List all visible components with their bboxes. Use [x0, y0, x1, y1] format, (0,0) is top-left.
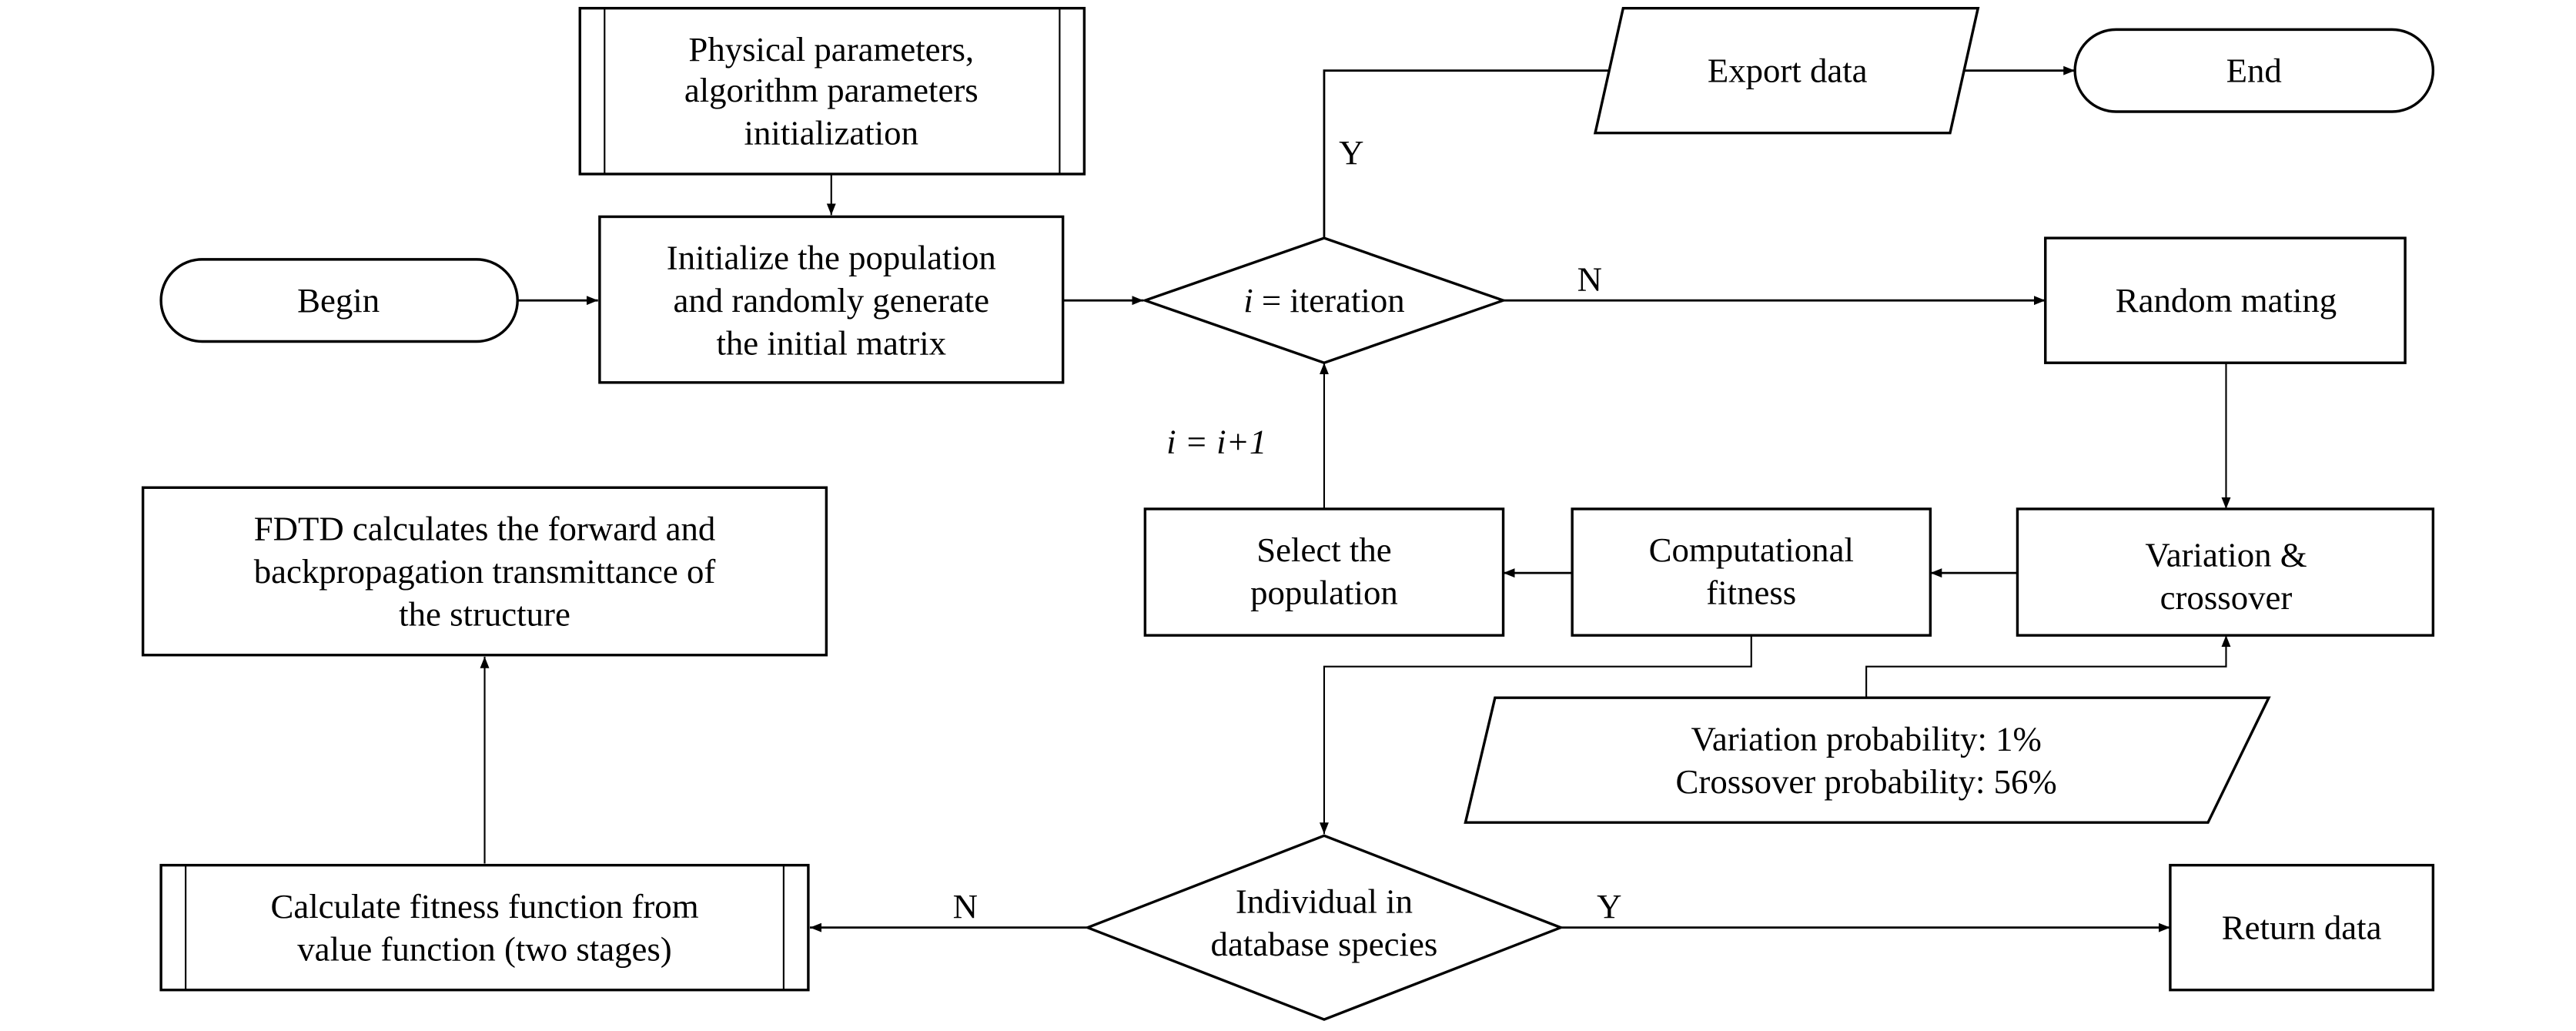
- node-probabilities: Variation probability: 1% Crossover prob…: [1464, 696, 2271, 824]
- node-fdtd-line-2: backpropagation transmittance of: [254, 552, 716, 591]
- edge-label-individual-yes: Y: [1597, 887, 1621, 926]
- edge-probabilities-to-variation: [1865, 635, 2231, 698]
- node-variation-crossover: Variation & crossover: [2016, 507, 2435, 637]
- node-select-population-line-1: Select the: [1256, 531, 1391, 569]
- node-params-init: Physical parameters, algorithm parameter…: [578, 6, 1086, 176]
- edge-fitness-to-individual: [1319, 635, 1752, 835]
- node-init-population-line-2: and randomly generate: [674, 281, 989, 320]
- node-fdtd: FDTD calculates the forward and backprop…: [141, 486, 828, 657]
- node-calc-fitness-line-1: Calculate fitness function from: [270, 887, 698, 926]
- node-computational-fitness: Computational fitness: [1571, 507, 1932, 637]
- node-iteration-check-label: i = iteration: [1243, 281, 1404, 320]
- node-variation-crossover-line-1: Variation &: [2145, 536, 2307, 574]
- node-calc-fitness-line-2: value function (two stages): [297, 929, 671, 968]
- node-fdtd-line-1: FDTD calculates the forward and: [254, 509, 716, 547]
- node-select-population-line-2: population: [1250, 574, 1398, 612]
- node-individual-check-line-1: Individual in: [1236, 882, 1413, 921]
- node-probabilities-line-1: Variation probability: 1%: [1691, 719, 2041, 758]
- node-select-population: Select the population: [1143, 507, 1505, 637]
- node-individual-check: Individual in database species: [1083, 834, 1564, 1021]
- node-computational-fitness-line-2: fitness: [1706, 574, 1796, 612]
- node-fdtd-line-3: the structure: [399, 594, 570, 633]
- node-variation-crossover-line-2: crossover: [2160, 578, 2293, 617]
- node-random-mating-label: Random mating: [2116, 281, 2337, 320]
- node-params-init-line-3: initialization: [744, 114, 918, 152]
- node-end: End: [2073, 28, 2435, 113]
- node-end-label: End: [2226, 52, 2282, 90]
- node-probabilities-line-2: Crossover probability: 56%: [1676, 762, 2057, 801]
- node-params-init-line-1: Physical parameters,: [688, 30, 974, 69]
- node-export-data-label: Export data: [1708, 52, 1868, 90]
- edge-iteration-yes-to-export: [1323, 65, 1627, 239]
- node-random-mating: Random mating: [2044, 236, 2407, 364]
- edge-label-individual-no: N: [953, 887, 978, 926]
- node-individual-check-line-2: database species: [1211, 925, 1438, 963]
- node-init-population-line-3: the initial matrix: [716, 324, 946, 363]
- node-begin-label: Begin: [297, 281, 380, 320]
- node-calc-fitness: Calculate fitness function from value fu…: [159, 863, 810, 992]
- node-init-population-line-1: Initialize the population: [667, 239, 996, 277]
- node-iteration-check: i = iteration: [1141, 236, 1507, 365]
- node-return-data-label: Return data: [2222, 909, 2382, 947]
- node-return-data: Return data: [2169, 863, 2435, 992]
- edge-label-increment: i = i+1: [1166, 422, 1266, 460]
- node-export-data: Export data: [1593, 6, 1980, 135]
- node-params-init-line-2: algorithm parameters: [684, 71, 979, 109]
- edge-label-iteration-no: N: [1577, 259, 1602, 298]
- edge-label-iteration-yes: Y: [1339, 133, 1363, 172]
- node-begin: Begin: [159, 258, 519, 343]
- node-computational-fitness-line-1: Computational: [1649, 531, 1854, 569]
- node-init-population: Initialize the population and randomly g…: [598, 215, 1065, 384]
